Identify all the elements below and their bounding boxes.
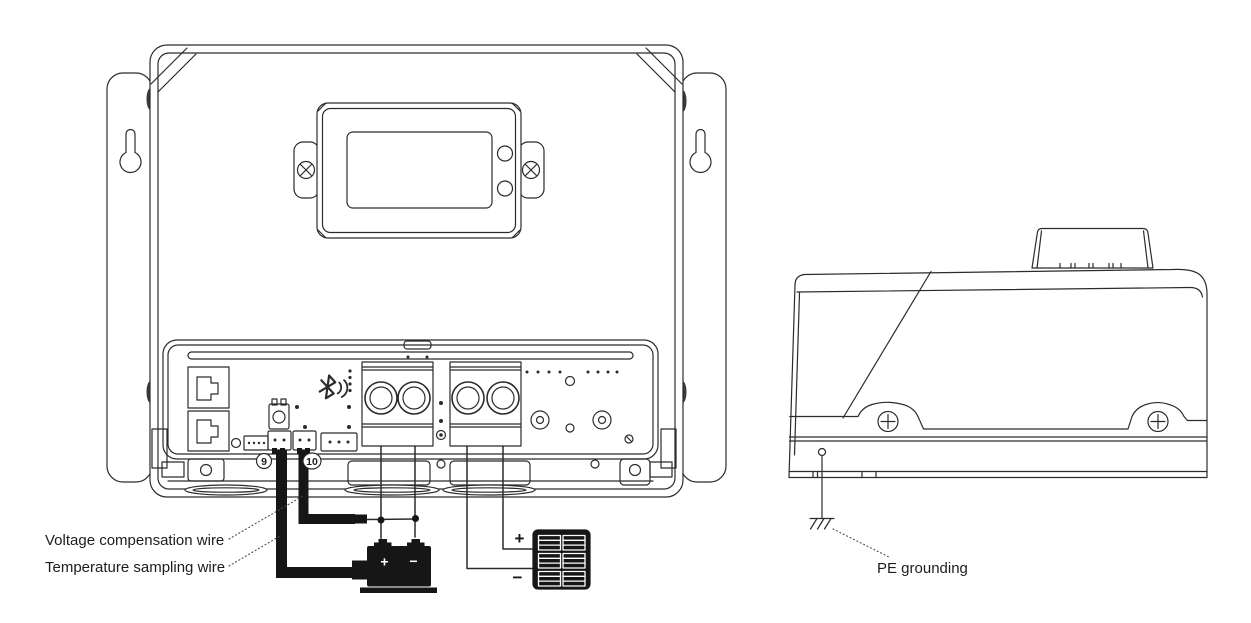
load-terminal-right xyxy=(592,410,612,430)
wall-mount-flange-left xyxy=(106,72,155,483)
screw-hole xyxy=(565,423,575,433)
port-10-label: 10 xyxy=(306,456,318,468)
battery-minus-sign: − xyxy=(409,553,417,569)
pv-minus-sign: − xyxy=(513,568,523,587)
display-mount-ear-right xyxy=(518,141,545,199)
earth-ground-icon xyxy=(809,454,835,530)
rj45-port-bottom[interactable] xyxy=(187,410,230,452)
cable-gland-slot xyxy=(344,484,440,496)
junction-dot xyxy=(412,515,419,522)
front-view: + − + − 9 xyxy=(45,44,727,593)
leader-pe-grounding xyxy=(832,528,890,558)
led-indicator xyxy=(230,437,242,449)
port-badge-10: 10 xyxy=(302,452,322,470)
connector-aux[interactable] xyxy=(320,432,358,452)
temperature-sampling-wire xyxy=(276,450,353,578)
leader-voltage-wire xyxy=(228,495,304,540)
terminal-compartment xyxy=(162,339,659,460)
controller-side-body xyxy=(788,268,1208,479)
display-module xyxy=(293,102,545,239)
front-slope-edge xyxy=(842,270,932,419)
phillips-screw-icon xyxy=(877,410,899,433)
screw-hole xyxy=(564,375,576,387)
leader-temperature-wire xyxy=(228,535,281,567)
temperature-sampling-label: Temperature sampling wire xyxy=(45,559,225,576)
display-mount-ear-left xyxy=(293,141,320,199)
display-button-top[interactable] xyxy=(496,145,514,162)
corner-clip-left xyxy=(151,428,185,478)
pv-cable-positive xyxy=(502,445,535,550)
side-view: PE grounding xyxy=(788,227,1208,577)
slot-screw-icon xyxy=(624,434,634,444)
battery-plus-sign: + xyxy=(380,554,388,570)
wiring xyxy=(276,445,535,578)
buzzer-component xyxy=(268,398,290,430)
voltage-sense-tap xyxy=(366,518,417,521)
keyhole-slot-right xyxy=(689,128,712,174)
terminal-cover-edge xyxy=(789,401,1208,430)
wall-mount-flange-right xyxy=(678,72,727,483)
load-terminal-left xyxy=(530,410,550,430)
pe-grounding-hole xyxy=(817,447,827,457)
display-cover-bump xyxy=(1031,227,1154,269)
screw-hole xyxy=(435,429,447,441)
display-screen xyxy=(346,131,493,209)
cable-gland-slot xyxy=(184,484,268,496)
pv-plus-sign: + xyxy=(515,529,525,548)
phillips-screw-icon xyxy=(1147,410,1169,433)
display-button-bottom[interactable] xyxy=(496,180,514,197)
voltage-compensation-label: Voltage compensation wire xyxy=(45,532,224,549)
voltage-compensation-wire xyxy=(298,450,355,524)
junction-dot xyxy=(377,516,385,524)
solar-panel-icon: + − xyxy=(513,529,591,590)
port-9-label: 9 xyxy=(261,456,267,468)
pe-grounding-label: PE grounding xyxy=(877,560,968,577)
corner-clip-right xyxy=(649,428,677,478)
rj45-port-top[interactable] xyxy=(187,366,230,409)
phillips-screw-icon xyxy=(521,160,541,180)
cable-gland-slot xyxy=(442,484,536,496)
keyhole-slot-left xyxy=(119,128,142,174)
battery-terminal-block[interactable] xyxy=(361,361,434,447)
phillips-screw-icon xyxy=(296,160,316,180)
pv-cable-negative xyxy=(466,445,535,570)
pv-terminal-block[interactable] xyxy=(449,361,522,447)
battery-icon: + − xyxy=(352,539,437,593)
port-badge-9: 9 xyxy=(255,452,273,470)
bluetooth-icon xyxy=(318,374,349,400)
